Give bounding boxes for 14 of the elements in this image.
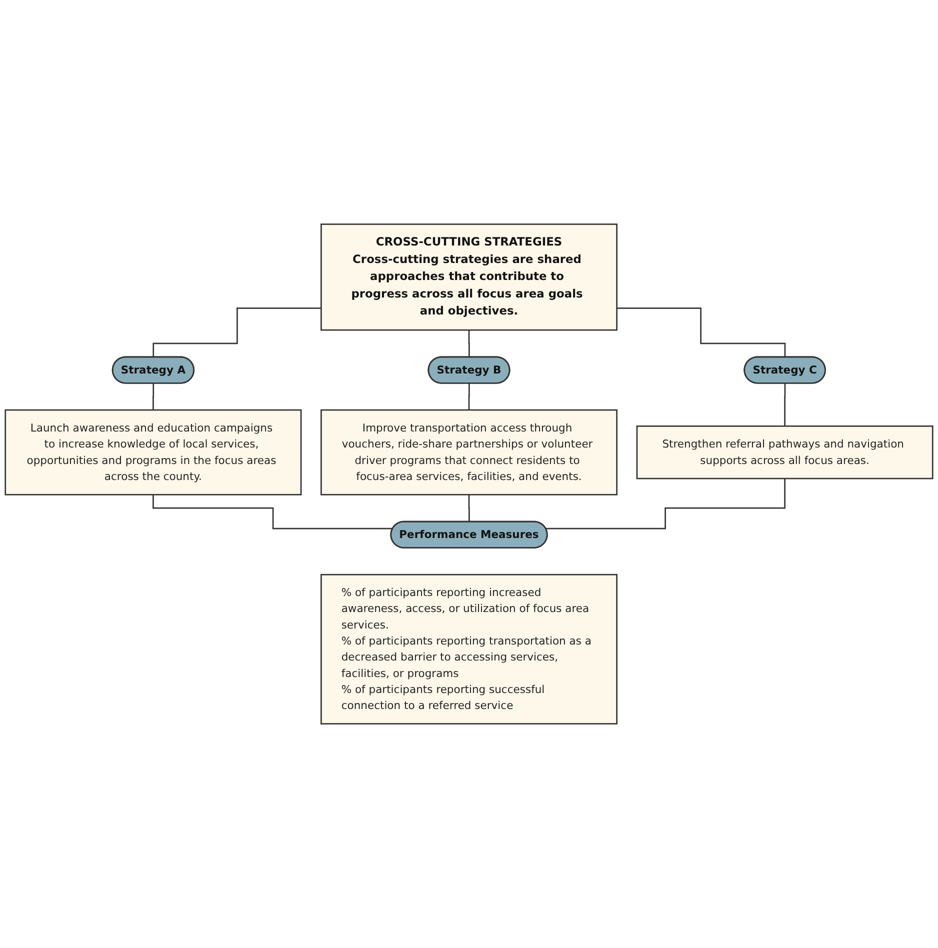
connector — [152, 308, 322, 358]
connector — [784, 382, 786, 427]
node-box — [320, 224, 618, 331]
node-box — [320, 409, 618, 496]
connector — [468, 494, 470, 523]
node-box — [320, 574, 618, 724]
connector — [468, 382, 470, 411]
connector — [616, 308, 786, 358]
connector — [152, 382, 154, 411]
connector — [152, 494, 393, 530]
node-box — [636, 425, 934, 480]
node-box — [4, 409, 302, 496]
connector — [546, 478, 786, 530]
connector — [468, 329, 470, 358]
